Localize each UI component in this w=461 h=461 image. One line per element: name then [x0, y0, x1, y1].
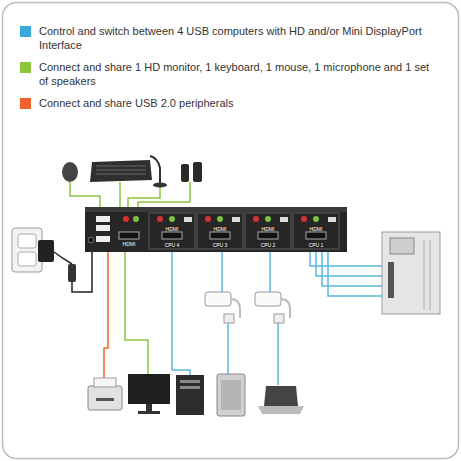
frame: [3, 3, 459, 459]
socket: [18, 234, 36, 248]
port-label: CPU 3: [213, 242, 228, 248]
speaker: [193, 162, 202, 182]
desktop-tower: [176, 375, 204, 415]
mini-displayport-adapter: [205, 292, 240, 323]
pc-tower: [382, 232, 440, 314]
cpu-sections: [149, 213, 339, 249]
legend-swatch: [20, 62, 31, 73]
mic-base: [153, 183, 167, 188]
keyboard-keys: [96, 166, 146, 174]
mac-pro: [217, 374, 245, 416]
port-label: CPU 4: [165, 242, 180, 248]
port-label: HDMI: [123, 241, 136, 247]
usb-port: [96, 225, 110, 231]
usb-port: [96, 236, 110, 242]
cpu-usb-ports: [184, 217, 336, 222]
mouse: [62, 162, 78, 182]
blue-wires: [172, 252, 384, 385]
monitor: [128, 374, 170, 414]
port-label: HDMI: [262, 226, 275, 232]
power-adapter: [38, 240, 54, 262]
laptop: [258, 386, 304, 414]
mini-displayport-adapter: [255, 292, 290, 323]
port-label: HDMI: [214, 226, 227, 232]
legend-row: Control and switch between 4 USB compute…: [20, 24, 440, 52]
hdmi-port: [119, 232, 139, 239]
legend-text: Control and switch between 4 USB compute…: [39, 24, 440, 52]
usb-port: [96, 216, 110, 222]
legend-row: Connect and share USB 2.0 peripherals: [20, 96, 440, 110]
usb-wire: [104, 252, 108, 380]
printer: [88, 378, 122, 410]
legend-text: Connect and share 1 HD monitor, 1 keyboa…: [39, 60, 440, 88]
legend-swatch: [20, 26, 31, 37]
legend-swatch: [20, 98, 31, 109]
socket: [18, 252, 36, 266]
kvm-switch: [85, 210, 347, 252]
legend-row: Connect and share 1 HD monitor, 1 keyboa…: [20, 60, 440, 88]
port-label: CPU 1: [309, 242, 324, 248]
wall-outlet: [12, 228, 42, 272]
plug: [68, 264, 76, 282]
port-label: CPU 2: [261, 242, 276, 248]
keyboard: [90, 160, 152, 182]
audio-jacks: [157, 216, 319, 222]
legend-text: Connect and share USB 2.0 peripherals: [39, 96, 233, 110]
speaker: [181, 164, 189, 182]
port-label: HDMI: [166, 226, 179, 232]
hdmi-ports: [162, 232, 326, 239]
port-label: HDMI: [310, 226, 323, 232]
microphone: [150, 156, 160, 184]
